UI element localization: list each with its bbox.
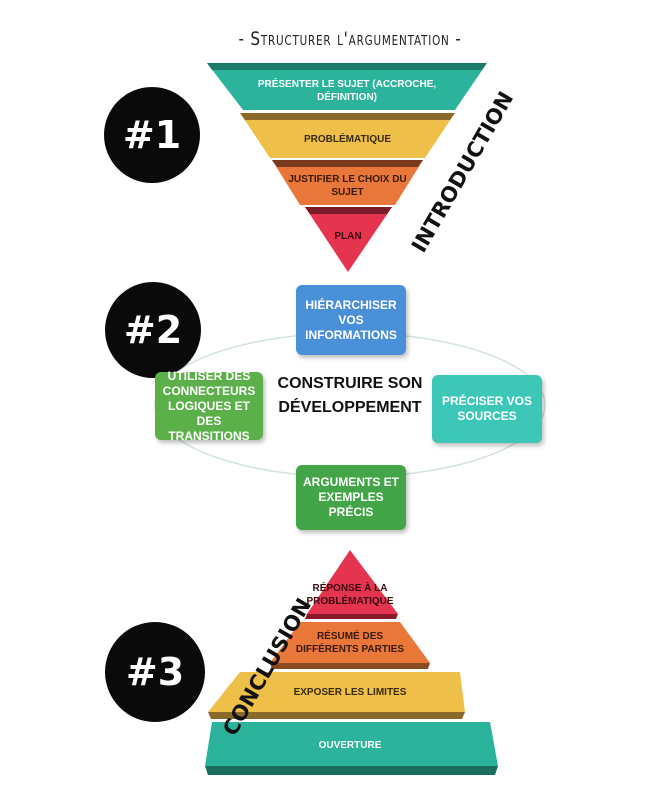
concl-step-2: RÉSUMÉ DES DIFFÉRENTS PARTIES: [295, 631, 405, 655]
concl-step-1: RÉPONSE À LA PROBLÉMATIQUE: [306, 583, 394, 607]
concl-step-3: EXPOSER LES LIMITES: [293, 686, 407, 698]
intro-step-3: JUSTIFIER LE CHOIX DU SUJET: [288, 174, 407, 198]
intro-step-1-shape: [207, 63, 487, 110]
concl-step-1-edge: [305, 614, 398, 619]
intro-step-2: PROBLÉMATIQUE: [303, 133, 392, 145]
intro-step-4-shape: [305, 207, 392, 272]
concl-step-3-shape: [208, 672, 465, 712]
badge-1: #1: [104, 87, 200, 183]
box-arguments: ARGUMENTS ET EXEMPLES PRÉCIS: [296, 465, 406, 530]
concl-step-4: OUVERTURE: [318, 739, 382, 751]
box-hierarchiser: HIÉRARCHISER VOS INFORMATIONS: [296, 285, 406, 355]
intro-step-3-edge: [272, 160, 423, 167]
intro-step-2-edge: [240, 113, 455, 120]
development-center-label: CONSTRUIRE SON DÉVELOPPEMENT: [277, 375, 423, 416]
badge-3: #3: [105, 622, 205, 722]
intro-step-4-edge: [305, 207, 392, 214]
box-sources: PRÉCISER VOS SOURCES: [432, 375, 542, 443]
concl-step-2-shape: [270, 622, 430, 663]
concl-step-3-edge: [208, 712, 465, 719]
concl-step-1-shape: [307, 550, 398, 614]
badge-2: #2: [105, 282, 201, 378]
concl-step-2-edge: [270, 663, 430, 669]
intro-step-2-shape: [240, 113, 455, 158]
box-connecteurs: UTILISER DES CONNECTEURS LOGIQUES ET DES…: [155, 369, 263, 443]
page-title: - Structurer l'argumentation -: [238, 28, 462, 50]
concl-step-4-edge: [205, 766, 498, 775]
intro-step-4: PLAN: [334, 230, 362, 242]
intro-step-1-edge: [207, 63, 487, 70]
concl-step-4-shape: [205, 722, 498, 766]
intro-step-3-shape: [272, 160, 423, 205]
intro-step-1: PRÉSENTER LE SUJET (ACCROCHE, DÉFINITION…: [257, 79, 437, 103]
